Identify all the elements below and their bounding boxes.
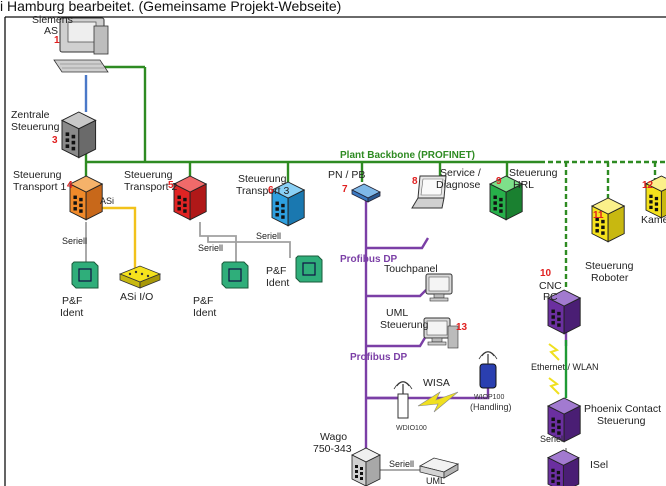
wireless-bolt-1 bbox=[548, 343, 560, 361]
page-caption: i Hamburg bearbeitet. (Gemeinsame Projek… bbox=[0, 0, 341, 14]
pf-ident-2-icon bbox=[221, 261, 249, 289]
asi-io-label: ASi I/O bbox=[120, 291, 153, 303]
uml-number: 13 bbox=[456, 322, 468, 333]
transport1-number: 4 bbox=[67, 180, 73, 191]
seriell-label-1: Seriell bbox=[62, 236, 87, 246]
pnpb-coupler-icon bbox=[351, 183, 381, 203]
seriell-label-5: Seriell bbox=[540, 434, 565, 444]
zentrale-steuerung-icon bbox=[61, 111, 97, 159]
cnc-number: 10 bbox=[540, 268, 552, 279]
asi-lines bbox=[100, 206, 137, 268]
service-number: 8 bbox=[412, 176, 418, 187]
zentrale-number: 3 bbox=[52, 135, 58, 146]
transport3-number: 6 bbox=[268, 185, 274, 196]
uml-steuerung-pc-icon bbox=[423, 317, 459, 349]
profibus-label-2: Profibus DP bbox=[350, 352, 408, 363]
wisa-lightning-icon bbox=[417, 391, 459, 413]
uml-bottom-label: UML bbox=[426, 476, 445, 486]
ethernet-wlan-label: Ethernet / WLAN bbox=[531, 362, 599, 372]
seriell-label-4: Seriell bbox=[389, 459, 414, 469]
plant-backbone-label: Plant Backbone (PROFINET) bbox=[340, 150, 475, 161]
service-laptop-icon bbox=[411, 175, 447, 209]
transport2-cube-icon bbox=[173, 175, 207, 221]
pnpb-label: PN / PB bbox=[328, 169, 365, 181]
profibus-label-1: Profibus DP bbox=[340, 254, 398, 265]
pf-ident-1-icon bbox=[71, 261, 99, 289]
asi-io-module-icon bbox=[118, 265, 162, 289]
seriell-label-3: Seriell bbox=[256, 231, 281, 241]
touchpanel-label: Touchpanel bbox=[384, 263, 438, 275]
wago-cube-icon bbox=[351, 447, 381, 486]
uml-bottom-device-icon bbox=[418, 457, 460, 479]
seriell-label-2: Seriell bbox=[198, 243, 223, 253]
wireless-bolt-2 bbox=[548, 377, 560, 395]
isel-cube-icon bbox=[547, 449, 580, 486]
pnpb-number: 7 bbox=[342, 184, 348, 195]
kamera-number: 12 bbox=[642, 180, 654, 191]
wdio-label: WDIO100 bbox=[396, 425, 427, 432]
wisa-label: WISA bbox=[423, 377, 450, 389]
transport1-cube-icon bbox=[69, 175, 103, 221]
touchpanel-monitor-icon bbox=[425, 273, 453, 302]
wiop100-antenna-icon bbox=[478, 351, 498, 389]
profibus-lines bbox=[364, 200, 568, 450]
wdio100-antenna-icon bbox=[393, 381, 413, 419]
transport2-number: 5 bbox=[168, 180, 174, 191]
hrl-number: 9 bbox=[496, 176, 502, 187]
roboter-number: 11 bbox=[593, 210, 604, 221]
kamera-label: Kame bbox=[641, 214, 666, 226]
profinet-dashed-lines bbox=[540, 160, 666, 290]
isel-label: ISel bbox=[590, 459, 608, 471]
asi-label: ASi bbox=[100, 196, 114, 206]
wiop-label: WIOP100(Handling) bbox=[470, 394, 512, 412]
siemens-number: 1 bbox=[54, 35, 60, 46]
siemens-as-pc-icon bbox=[53, 17, 109, 73]
service-label: Service /Diagnose bbox=[436, 167, 481, 191]
pf-ident-3-icon bbox=[295, 255, 323, 283]
